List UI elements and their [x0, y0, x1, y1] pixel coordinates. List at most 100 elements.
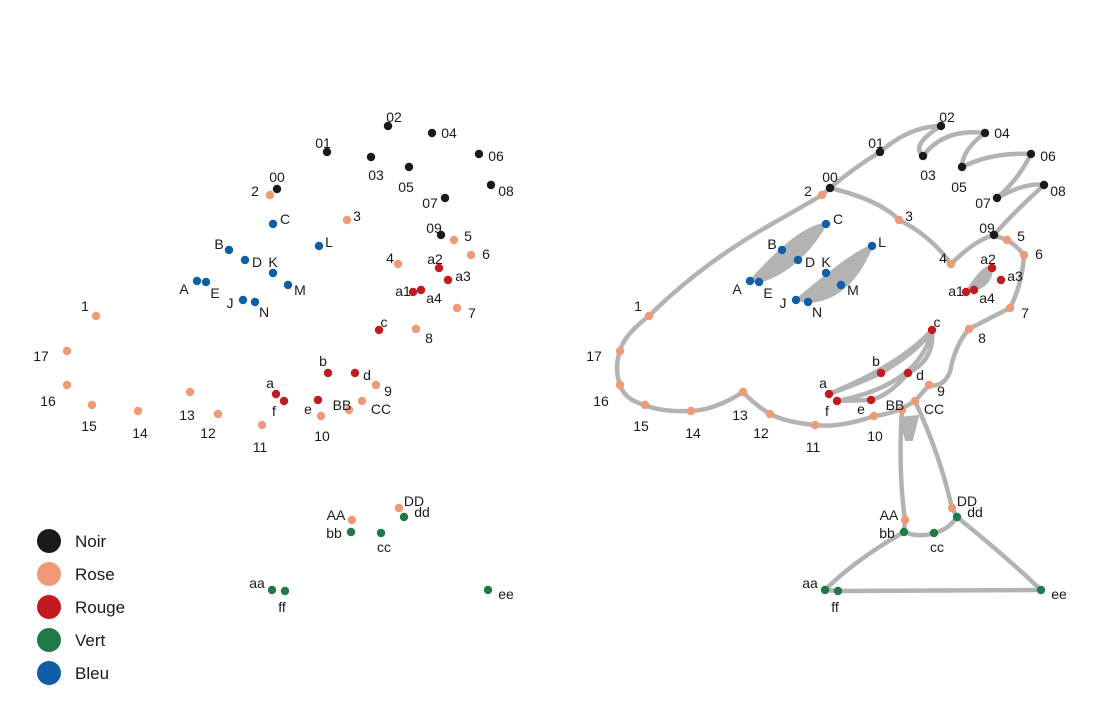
- left-dot-12: [213, 409, 223, 419]
- right-point-05: 05: [951, 162, 967, 195]
- right-dot-upper-a: [745, 276, 755, 286]
- right-dot-label-15: 15: [633, 418, 649, 434]
- right-dot-label-ff: ff: [831, 599, 839, 615]
- right-dot-3: [894, 215, 904, 225]
- right-point-2: 2: [804, 183, 827, 200]
- right-dot-label-e: e: [857, 401, 865, 417]
- right-point-7: 7: [1005, 303, 1029, 321]
- right-dot-17: [615, 346, 625, 356]
- right-dot-label-10: 10: [867, 428, 883, 444]
- left-dot-1: [91, 311, 101, 321]
- right-dot-label-upper-j: J: [780, 295, 787, 311]
- right-dot-upper-k: [821, 268, 831, 278]
- right-dot-16: [615, 380, 625, 390]
- right-dot-b: [876, 368, 886, 378]
- left-dot-label-ee: ee: [498, 586, 514, 602]
- right-dot-upper-d: [793, 255, 803, 265]
- right-dot-5: [1002, 235, 1012, 245]
- legend-label-rose: Rose: [75, 565, 115, 584]
- left-dot-03: [366, 152, 376, 162]
- right-dot-10: [869, 411, 879, 421]
- right-dot-04: [980, 128, 990, 138]
- right-point-upper-e: E: [754, 277, 773, 301]
- connecting-line-7: [966, 237, 1027, 332]
- right-point-14: 14: [685, 406, 701, 441]
- right-dot-14: [686, 406, 696, 416]
- left-dot-upper-e: [201, 277, 211, 287]
- right-dot-dd: [952, 512, 962, 522]
- left-dot-label-03: 03: [368, 167, 384, 183]
- right-point-6: 6: [1019, 246, 1043, 262]
- connecting-line-19: [822, 529, 907, 593]
- left-dot-9: [371, 380, 381, 390]
- right-dot-label-a1: a1: [948, 283, 964, 299]
- left-dot-label-6: 6: [482, 246, 490, 262]
- right-dot-00: [825, 183, 835, 193]
- left-dot-upper-aupper-a: [347, 515, 357, 525]
- left-dot-01: [322, 147, 332, 157]
- left-dot-aa: [267, 585, 277, 595]
- left-point-12: 12: [200, 409, 223, 441]
- left-point-c: c: [374, 314, 388, 335]
- right-dot-11: [810, 420, 820, 430]
- left-dot-06: [474, 149, 484, 159]
- left-dot-11: [257, 420, 267, 430]
- left-dot-label-upper-bupper-b: BB: [333, 397, 352, 413]
- left-point-04: 04: [427, 125, 457, 141]
- right-dot-12: [765, 409, 775, 419]
- right-dot-ff: [833, 586, 843, 596]
- legend-item-noir: Noir: [37, 529, 107, 553]
- left-dot-label-a3: a3: [455, 268, 471, 284]
- left-dot-label-upper-j: J: [227, 295, 234, 311]
- right-dot-bb: [899, 527, 909, 537]
- left-dot-label-bb: bb: [326, 525, 342, 541]
- left-dot-label-12: 12: [200, 425, 216, 441]
- right-dot-13: [738, 387, 748, 397]
- right-dot-8: [964, 324, 974, 334]
- left-dot-upper-bupper-b: [344, 405, 354, 415]
- left-dot-label-00: 00: [269, 169, 285, 185]
- right-dot-d: [903, 368, 913, 378]
- right-point-a4: a4: [969, 285, 995, 306]
- right-dot-e: [866, 395, 876, 405]
- right-dot-upper-b: [777, 245, 787, 255]
- right-dot-cc: [929, 528, 939, 538]
- left-point-8: 8: [411, 324, 433, 346]
- connecting-line-11: [646, 192, 825, 319]
- left-dot-label-upper-k: K: [268, 254, 278, 270]
- left-dot-label-11: 11: [253, 439, 268, 455]
- right-dot-05: [957, 162, 967, 172]
- legend-swatch-bleu: [37, 661, 61, 685]
- left-dot-04: [427, 128, 437, 138]
- left-point-9: 9: [371, 380, 392, 399]
- left-dot-label-5: 5: [464, 228, 472, 244]
- left-dot-13: [185, 387, 195, 397]
- left-dot-label-17: 17: [33, 348, 49, 364]
- right-point-aa: aa: [802, 575, 830, 595]
- right-point-d: d: [903, 367, 924, 383]
- left-dot-cc: [376, 528, 386, 538]
- left-point-upper-cupper-c: CC: [357, 396, 391, 417]
- right-dot-upper-j: [791, 295, 801, 305]
- left-point-a: a: [266, 375, 281, 399]
- right-dot-08: [1039, 180, 1049, 190]
- left-dot-label-e: e: [304, 401, 312, 417]
- right-dot-label-02: 02: [939, 109, 955, 125]
- left-point-upper-j: J: [227, 295, 248, 311]
- right-dot-label-upper-a: A: [732, 281, 742, 297]
- left-dot-f: [279, 396, 289, 406]
- right-point-a3: a3: [996, 268, 1023, 285]
- left-dot-label-01: 01: [315, 135, 331, 151]
- left-dot-upper-b: [224, 245, 234, 255]
- right-dot-06: [1026, 149, 1036, 159]
- right-point-upper-aupper-a: AA: [880, 507, 910, 525]
- filled-shape-4: [899, 415, 919, 441]
- left-point-a1: a1: [395, 283, 418, 299]
- left-dot-bb: [346, 527, 356, 537]
- right-dot-label-00: 00: [822, 169, 838, 185]
- left-dot-16: [62, 380, 72, 390]
- left-point-7: 7: [452, 303, 476, 321]
- left-point-b: b: [319, 353, 333, 378]
- left-dot-upper-m: [283, 280, 293, 290]
- left-point-upper-bupper-b: BB: [333, 397, 354, 415]
